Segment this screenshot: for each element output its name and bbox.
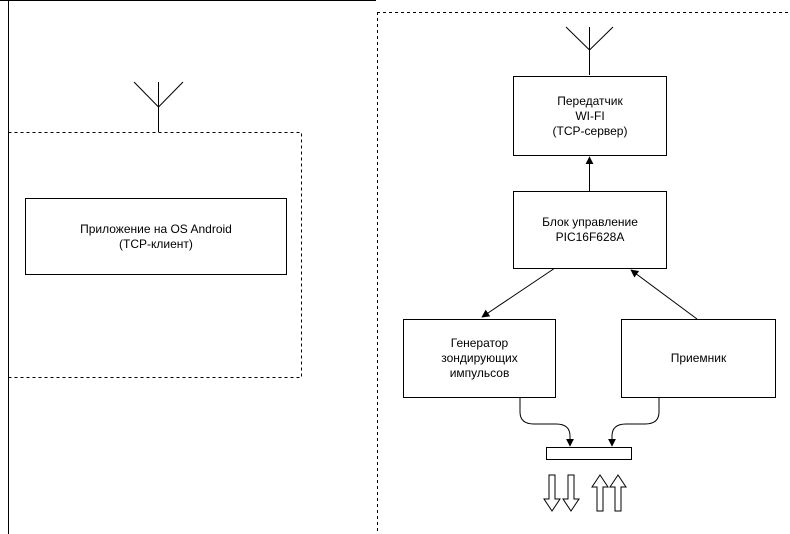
- transducer: [546, 447, 632, 460]
- android-app-label: Приложение на OS Android (TCP-клиент): [80, 221, 232, 251]
- receiver-label: Приемник: [670, 351, 727, 365]
- outgoing-signal-icon: [543, 474, 580, 512]
- arrow-receiver-to-control: [630, 269, 698, 320]
- android-device-container: [8, 132, 302, 378]
- antenna-icon: [565, 26, 614, 75]
- pulse-generator-label: Генератор зондирующих импульсов: [441, 336, 518, 380]
- pulse-generator-box: Генератор зондирующих импульсов: [403, 319, 556, 398]
- arrow-receiver-to-transducer: [608, 398, 660, 447]
- arrow-generator-to-transducer: [519, 398, 574, 447]
- control-unit-label: Блок управление PIC16F628A: [542, 215, 638, 244]
- incoming-signal-icon: [591, 474, 627, 512]
- receiver-box: Приемник: [621, 319, 776, 398]
- arrow-control-to-generator: [481, 267, 556, 318]
- android-app-box: Приложение на OS Android (TCP-клиент): [25, 198, 287, 275]
- control-unit-box: Блок управление PIC16F628A: [513, 191, 667, 269]
- wifi-transmitter-label: Передатчик WI-FI (TCP-сервер): [552, 93, 628, 138]
- wifi-transmitter-box: Передатчик WI-FI (TCP-сервер): [513, 76, 667, 156]
- antenna-icon: [133, 81, 184, 132]
